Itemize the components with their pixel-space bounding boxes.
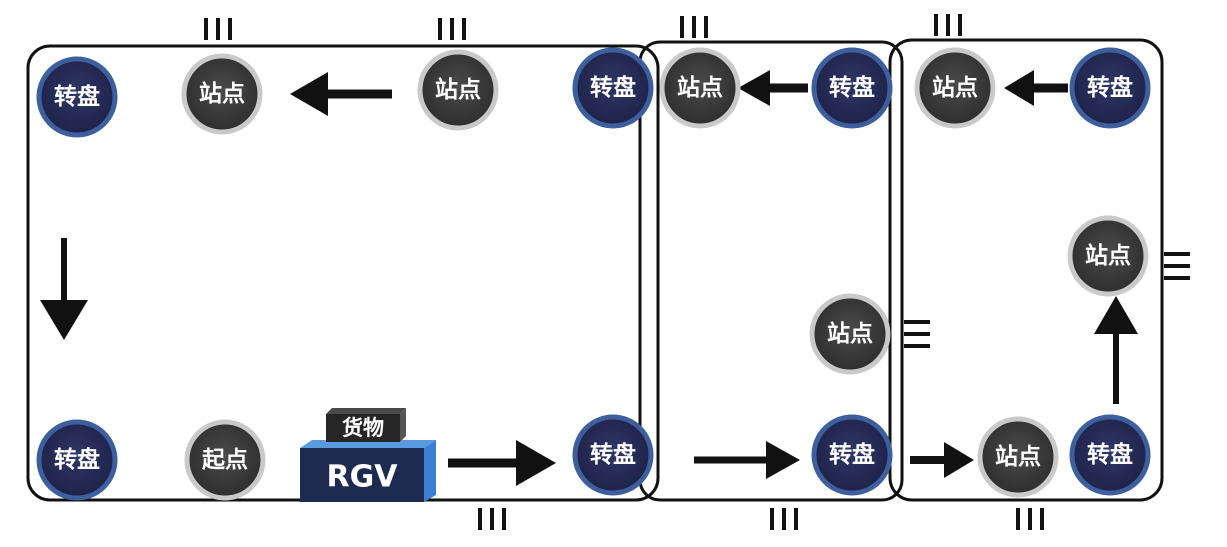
turntable-label: 转盘 xyxy=(829,74,875,101)
station-bottom: 站点 xyxy=(977,416,1059,498)
tick-mark-side-2 xyxy=(1164,252,1190,280)
rgv-label: RGV xyxy=(327,460,399,495)
tick-marks xyxy=(204,14,1190,530)
direction-arrows xyxy=(40,70,1138,486)
start-point-label: 起点 xyxy=(202,447,248,473)
arrow-right-2 xyxy=(694,441,800,479)
turntables: 转盘 转盘 转盘 转盘 转盘 转盘 转盘 转盘 xyxy=(36,47,1151,501)
tick-mark-bottom-1 xyxy=(478,508,506,530)
station-label: 站点 xyxy=(435,77,481,103)
station-label: 站点 xyxy=(995,444,1041,470)
station-label: 站点 xyxy=(677,75,723,101)
turntable-bottom-right: 转盘 xyxy=(1069,414,1151,496)
arrow-left-1 xyxy=(290,72,392,116)
turntable-label: 转盘 xyxy=(1087,74,1133,101)
arrow-up xyxy=(1094,296,1138,404)
station-top-4: 站点 xyxy=(914,47,996,129)
station-label: 站点 xyxy=(199,81,245,107)
turntable-label: 转盘 xyxy=(590,441,636,468)
arrow-right-3 xyxy=(910,442,974,478)
tick-mark-top-4 xyxy=(934,14,962,36)
station-top-2: 站点 xyxy=(417,49,499,131)
turntable-label: 转盘 xyxy=(829,441,875,468)
station-right: 站点 xyxy=(1067,215,1149,297)
arrow-down xyxy=(40,238,88,340)
tick-mark-top-2 xyxy=(438,18,466,40)
track-loop-right xyxy=(888,38,1164,502)
arrow-right-1 xyxy=(448,440,556,486)
station-label: 站点 xyxy=(827,321,873,347)
tick-mark-top-3 xyxy=(680,16,708,38)
turntable-label: 转盘 xyxy=(590,74,636,101)
start-point: 起点 xyxy=(184,419,266,501)
arrow-left-2 xyxy=(738,70,808,106)
turntable-top-left: 转盘 xyxy=(36,56,118,138)
station-middle: 站点 xyxy=(809,293,891,375)
arrow-left-3 xyxy=(1004,70,1068,106)
rgv-vehicle: RGV xyxy=(300,440,436,502)
station-top-1: 站点 xyxy=(181,53,263,135)
station-label: 站点 xyxy=(932,75,978,101)
stations: 站点 站点 站点 站点 站点 站点 站点 起点 xyxy=(181,47,1149,501)
turntable-bottom-2: 转盘 xyxy=(572,414,654,496)
turntable-bottom-left: 转盘 xyxy=(36,419,118,501)
station-label: 站点 xyxy=(1085,243,1131,269)
tick-mark-bottom-2 xyxy=(770,508,798,530)
station-top-3: 站点 xyxy=(659,47,741,129)
cargo-box: 货物 xyxy=(326,408,406,442)
turntable-label: 转盘 xyxy=(54,83,100,110)
turntable-label: 转盘 xyxy=(1087,441,1133,468)
turntable-top-2: 转盘 xyxy=(572,47,654,129)
turntable-top-right: 转盘 xyxy=(1069,47,1151,129)
tick-mark-top-1 xyxy=(204,18,232,40)
turntable-bottom-3: 转盘 xyxy=(811,414,893,496)
turntable-top-3: 转盘 xyxy=(811,47,893,129)
cargo-label: 货物 xyxy=(342,416,384,440)
tick-mark-side-1 xyxy=(904,320,930,348)
track-loop-middle xyxy=(638,40,904,502)
turntable-label: 转盘 xyxy=(54,446,100,473)
tick-mark-bottom-3 xyxy=(1016,508,1044,530)
